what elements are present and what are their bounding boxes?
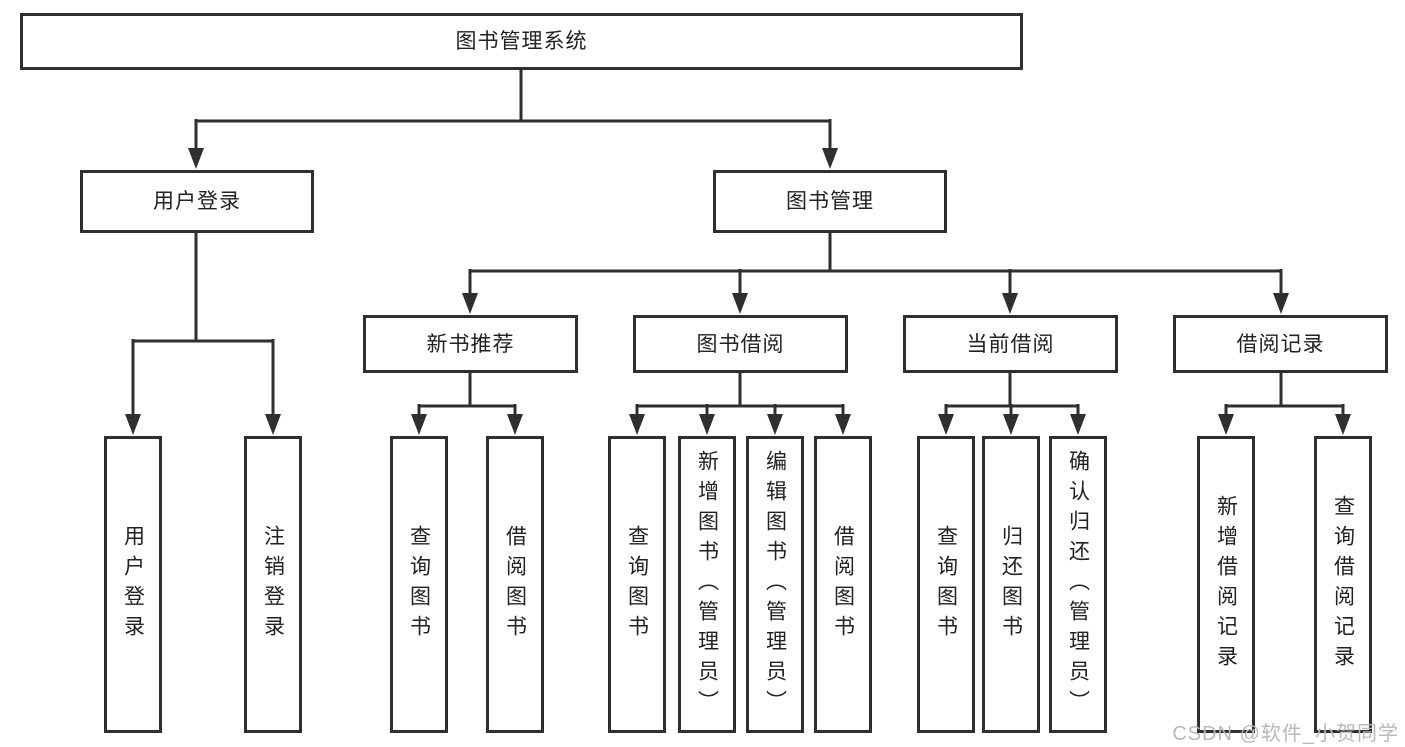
node-label: 新书推荐 bbox=[426, 332, 515, 356]
node-label: 确认归还（管理员） bbox=[1066, 449, 1090, 720]
arrowhead-icon bbox=[938, 414, 954, 435]
node-current-borrowing: 当前借阅 bbox=[903, 315, 1118, 373]
node-leaf-borrow-books-recommend: 借阅图书 bbox=[486, 436, 544, 733]
arrowhead-icon bbox=[835, 414, 851, 435]
node-leaf-return-books: 归还图书 bbox=[982, 436, 1040, 733]
arrowhead-icon bbox=[1273, 293, 1289, 314]
node-leaf-add-borrow-record: 新增借阅记录 bbox=[1197, 436, 1255, 733]
node-label: 用户登录 bbox=[121, 524, 145, 645]
arrowhead-icon bbox=[411, 414, 427, 435]
node-leaf-query-books-current: 查询图书 bbox=[917, 436, 975, 733]
arrowhead-icon bbox=[822, 148, 838, 169]
node-leaf-edit-books-admin: 编辑图书（管理员） bbox=[746, 436, 804, 733]
node-book-management-branch: 图书管理 bbox=[713, 170, 947, 233]
node-book-borrowing: 图书借阅 bbox=[633, 315, 848, 373]
arrowhead-icon bbox=[1218, 414, 1234, 435]
arrowhead-icon bbox=[767, 414, 783, 435]
node-label: 借阅记录 bbox=[1236, 332, 1325, 356]
node-user-login-branch: 用户登录 bbox=[80, 170, 314, 233]
node-leaf-query-books-borrowing: 查询图书 bbox=[608, 436, 666, 733]
arrowhead-icon bbox=[507, 414, 523, 435]
node-leaf-query-books-recommend: 查询图书 bbox=[390, 436, 448, 733]
arrowhead-icon bbox=[699, 414, 715, 435]
arrowhead-icon bbox=[1003, 414, 1019, 435]
arrowhead-icon bbox=[265, 414, 281, 435]
node-label: 新增借阅记录 bbox=[1214, 494, 1238, 675]
node-borrowing-records: 借阅记录 bbox=[1173, 315, 1388, 373]
arrowhead-icon bbox=[1070, 414, 1086, 435]
csdn-watermark: CSDN @软件_小贺同学 bbox=[1172, 723, 1399, 745]
node-label: 查询图书 bbox=[407, 524, 431, 645]
node-label: 新增图书（管理员） bbox=[695, 449, 719, 720]
node-leaf-user-login: 用户登录 bbox=[104, 436, 162, 733]
node-leaf-query-borrow-record: 查询借阅记录 bbox=[1314, 436, 1372, 733]
node-label: 归还图书 bbox=[999, 524, 1023, 645]
node-library-management-system: 图书管理系统 bbox=[20, 13, 1023, 70]
node-label: 查询图书 bbox=[934, 524, 958, 645]
node-label: 查询图书 bbox=[625, 524, 649, 645]
node-leaf-logout: 注销登录 bbox=[244, 436, 302, 733]
node-label: 图书借阅 bbox=[696, 332, 785, 356]
node-label: 当前借阅 bbox=[966, 332, 1055, 356]
arrowhead-icon bbox=[188, 148, 204, 169]
node-label: 用户登录 bbox=[153, 190, 241, 213]
node-leaf-add-books-admin: 新增图书（管理员） bbox=[678, 436, 736, 733]
node-leaf-confirm-return-admin: 确认归还（管理员） bbox=[1049, 436, 1107, 733]
node-new-book-recommendation: 新书推荐 bbox=[363, 315, 578, 373]
node-label: 图书管理 bbox=[786, 190, 874, 213]
arrowhead-icon bbox=[732, 293, 748, 314]
node-label: 编辑图书（管理员） bbox=[763, 449, 787, 720]
arrowhead-icon bbox=[462, 293, 478, 314]
arrowhead-icon bbox=[1335, 414, 1351, 435]
arrowhead-icon bbox=[629, 414, 645, 435]
node-label: 借阅图书 bbox=[831, 524, 855, 645]
arrowhead-icon bbox=[1002, 293, 1018, 314]
node-label: 借阅图书 bbox=[503, 524, 527, 645]
node-label: 查询借阅记录 bbox=[1331, 494, 1355, 675]
node-leaf-borrow-books-borrowing: 借阅图书 bbox=[814, 436, 872, 733]
node-label: 注销登录 bbox=[261, 524, 285, 645]
arrowhead-icon bbox=[125, 414, 141, 435]
node-label: 图书管理系统 bbox=[455, 30, 588, 53]
